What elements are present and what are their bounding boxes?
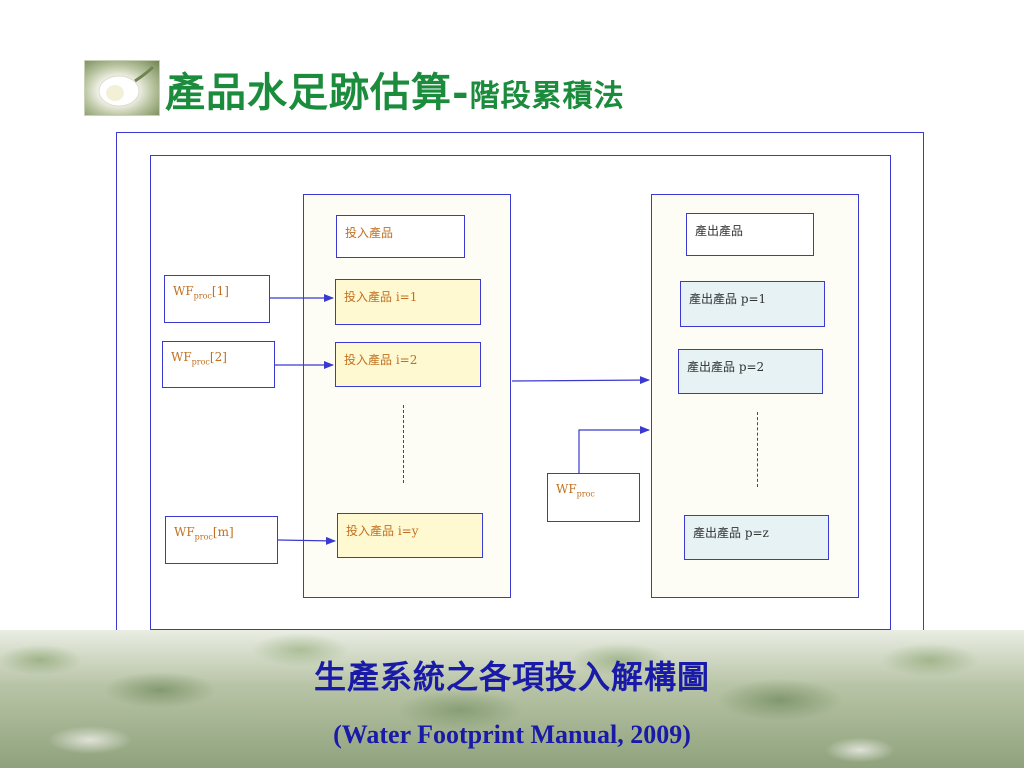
input-product-label: 投入產品 i=1 — [344, 290, 418, 304]
wf-input-box-1: WFproc[1] — [164, 275, 270, 323]
wf-base: WF — [556, 482, 577, 496]
slide-title: 產品水足跡估算- 階段累積法 — [165, 60, 625, 116]
wf-index: [1] — [211, 284, 229, 298]
diagram-inner-frame — [150, 155, 891, 630]
calla-lily-logo — [84, 60, 160, 116]
input-product-box-1: 投入產品 i=1 — [335, 279, 481, 325]
wf-index: [2] — [209, 350, 227, 364]
input-product-box-y: 投入產品 i=y — [337, 513, 483, 558]
output-ellipsis-line — [757, 412, 758, 487]
input-ellipsis-line — [403, 405, 404, 483]
output-product-label: 產出產品 p=2 — [687, 360, 765, 374]
output-product-label: 產出產品 p=z — [693, 526, 769, 540]
foliage-background — [0, 630, 1024, 768]
input-header-label: 投入產品 — [345, 226, 394, 240]
input-product-label: 投入產品 i=y — [346, 524, 419, 538]
wf-base: WF — [171, 350, 192, 364]
input-header-box: 投入產品 — [336, 215, 465, 258]
input-product-label: 投入產品 i=2 — [344, 353, 418, 367]
title-main: 產品水足跡估算- — [165, 69, 470, 116]
wf-index: [m] — [212, 525, 234, 539]
wf-base: WF — [173, 284, 194, 298]
wf-subscript: proc — [194, 532, 213, 542]
output-product-box-1: 產出產品 p=1 — [680, 281, 825, 327]
output-product-label: 產出產品 p=1 — [689, 292, 767, 306]
output-product-box-2: 產出產品 p=2 — [678, 349, 823, 394]
wf-process-box: WFproc — [547, 473, 640, 522]
wf-subscript: proc — [576, 489, 595, 499]
caption-title: 生產系統之各項投入解構圖 — [313, 658, 710, 696]
wf-subscript: proc — [191, 357, 210, 367]
output-header-label: 產出產品 — [695, 224, 744, 238]
input-product-box-2: 投入產品 i=2 — [335, 342, 481, 387]
wf-input-box-m: WFproc[m] — [165, 516, 278, 564]
wf-base: WF — [174, 525, 195, 539]
output-product-box-z: 產出產品 p=z — [684, 515, 829, 560]
caption-source: (Water Footprint Manual, 2009) — [333, 720, 691, 749]
wf-subscript: proc — [193, 291, 212, 301]
output-header-box: 產出產品 — [686, 213, 814, 256]
title-sub: 階段累積法 — [469, 79, 625, 114]
wf-input-box-2: WFproc[2] — [162, 341, 275, 388]
